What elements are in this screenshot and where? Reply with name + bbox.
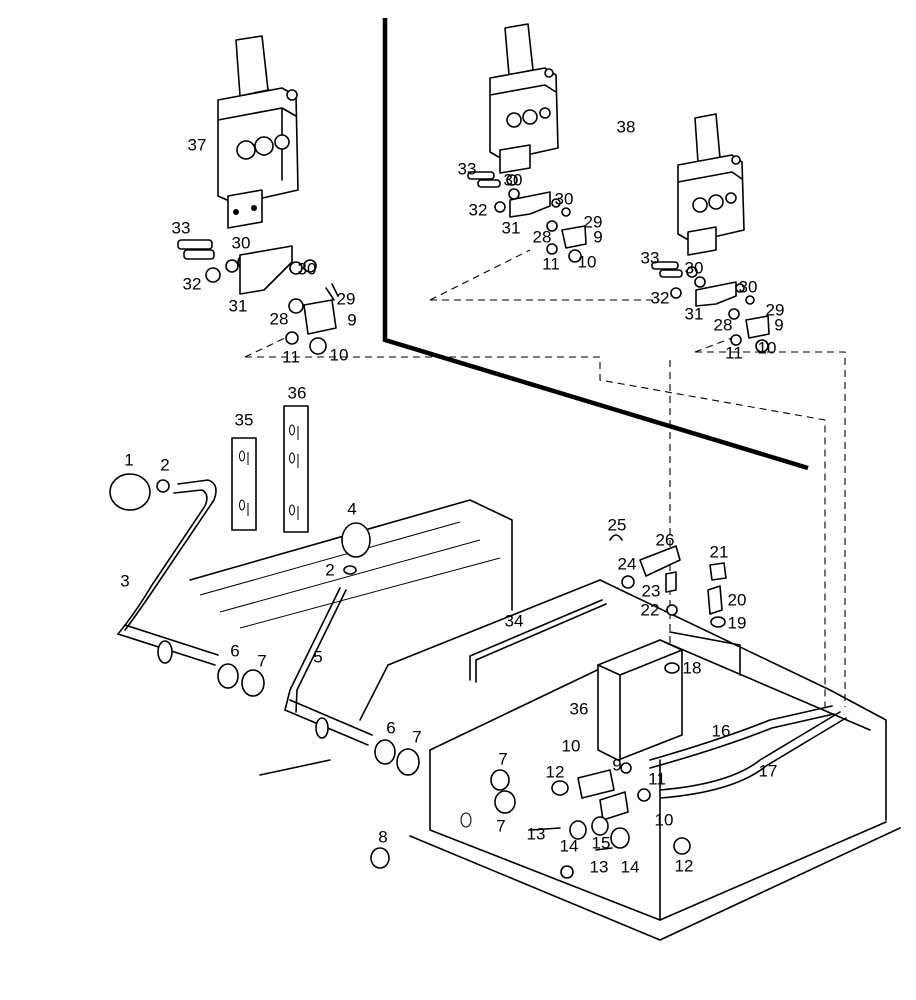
callout-17: 17 xyxy=(758,761,778,781)
callout-2b: 2 xyxy=(325,560,335,580)
callout-9-inset2: 9 xyxy=(774,315,784,335)
callout-31-inset1: 31 xyxy=(501,218,521,238)
callout-20: 20 xyxy=(727,590,747,610)
callout-26: 26 xyxy=(655,530,675,550)
callout-36b: 36 xyxy=(569,699,589,719)
callout-24: 24 xyxy=(617,554,637,574)
callout-32-inset1: 32 xyxy=(468,200,488,220)
callout-30b-inset2: 30 xyxy=(738,277,758,297)
callout-9-kit: 9 xyxy=(347,310,357,330)
callout-10-inset2: 10 xyxy=(757,338,777,358)
callout-8: 8 xyxy=(378,827,388,847)
callout-10b: 10 xyxy=(654,810,674,830)
callout-25: 25 xyxy=(607,515,627,535)
callout-38: 38 xyxy=(616,117,636,137)
callout-14b: 14 xyxy=(620,857,640,877)
control-lever-icon xyxy=(117,479,420,776)
shaft-hardware xyxy=(370,762,691,879)
callout-21: 21 xyxy=(709,542,729,562)
inset-frame xyxy=(382,18,809,471)
callout-19: 19 xyxy=(727,613,747,633)
callout-14: 14 xyxy=(559,836,579,856)
callout-36: 36 xyxy=(287,383,307,403)
callout-3: 3 xyxy=(120,571,130,591)
callout-33-inset1: 33 xyxy=(457,159,477,179)
callout-33: 33 xyxy=(171,218,191,238)
callout-30-inset1: 30 xyxy=(503,170,523,190)
callout-11: 11 xyxy=(648,769,666,789)
callout-10: 10 xyxy=(561,736,581,756)
hydraulic-tank-icon xyxy=(189,499,901,941)
callout-31: 31 xyxy=(228,296,248,316)
callout-7d: 7 xyxy=(496,816,506,836)
callout-28-inset2: 28 xyxy=(713,315,733,335)
callout-12b: 12 xyxy=(674,856,694,876)
callout-11-inset2: 11 xyxy=(725,343,743,363)
callout-7: 7 xyxy=(257,651,267,671)
callout-11-inset1: 11 xyxy=(542,254,560,274)
callout-34: 34 xyxy=(504,611,524,631)
dashed-leaders xyxy=(244,249,846,707)
callout-10-kit: 10 xyxy=(329,345,349,365)
callout-30-inset2: 30 xyxy=(684,258,704,278)
callout-22: 22 xyxy=(640,600,660,620)
callout-7c: 7 xyxy=(498,749,508,769)
linkage-kit xyxy=(651,261,770,353)
callout-18: 18 xyxy=(682,658,702,678)
callout-29: 29 xyxy=(336,289,356,309)
callout-11-kit: 11 xyxy=(282,347,300,367)
callout-28-inset1: 28 xyxy=(532,227,552,247)
callout-37: 37 xyxy=(187,135,207,155)
callout-2: 2 xyxy=(160,455,170,475)
callout-28: 28 xyxy=(269,309,289,329)
callout-30b-inset1: 30 xyxy=(554,189,574,209)
callout-9: 9 xyxy=(612,755,622,775)
callout-5: 5 xyxy=(313,647,323,667)
control-valve-icon xyxy=(217,35,299,229)
callout-29-inset2: 29 xyxy=(765,300,785,320)
callout-10-inset1: 10 xyxy=(577,252,597,272)
callout-29-inset1: 29 xyxy=(583,212,603,232)
callout-13b: 13 xyxy=(589,857,609,877)
callout-6b: 6 xyxy=(386,718,396,738)
decal-plate-icon xyxy=(231,437,257,531)
callout-15: 15 xyxy=(591,833,611,853)
decal-plate-icon xyxy=(283,405,309,533)
callout-33-inset2: 33 xyxy=(640,248,660,268)
callout-13: 13 xyxy=(526,824,546,844)
callout-32-inset2: 32 xyxy=(650,288,670,308)
hydraulic-hoses xyxy=(649,705,847,799)
callout-30b: 30 xyxy=(297,259,317,279)
control-valve-icon xyxy=(489,23,559,174)
callout-35: 35 xyxy=(234,410,254,430)
linkage-kit xyxy=(467,171,587,263)
callout-4: 4 xyxy=(347,499,357,519)
callout-16: 16 xyxy=(711,721,731,741)
callout-1: 1 xyxy=(124,450,134,470)
linkage-kit xyxy=(177,239,339,355)
control-valve-icon xyxy=(677,113,745,256)
callout-32: 32 xyxy=(182,274,202,294)
callout-23: 23 xyxy=(641,581,661,601)
lever-knob-icon xyxy=(109,473,371,575)
callout-30: 30 xyxy=(231,233,251,253)
callout-6: 6 xyxy=(230,641,240,661)
rod xyxy=(469,599,607,683)
callout-9-inset1: 9 xyxy=(593,227,603,247)
callout-31-inset2: 31 xyxy=(684,304,704,324)
callout-12: 12 xyxy=(545,762,565,782)
hydraulic-fittings xyxy=(609,534,727,674)
callout-7b: 7 xyxy=(412,727,422,747)
